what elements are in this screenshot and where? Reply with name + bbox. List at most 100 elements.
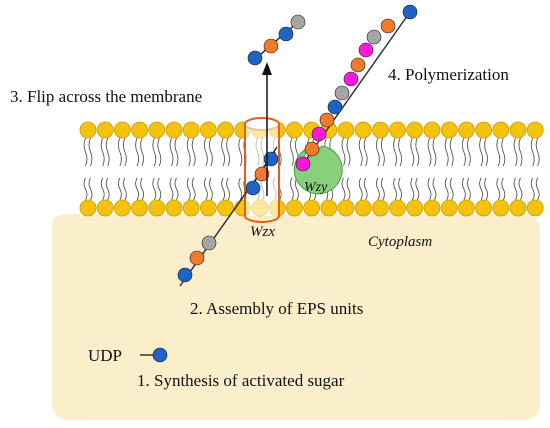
lipid-tail <box>135 137 140 167</box>
lipid-tail <box>530 177 535 201</box>
sugar-bead <box>358 42 374 58</box>
lipid-head <box>303 199 321 217</box>
arrow-up-icon <box>262 62 272 75</box>
lipid-tail <box>461 177 466 201</box>
lipid-tail <box>501 177 506 201</box>
lipid-tail <box>238 137 243 167</box>
lipid-tail <box>358 177 363 201</box>
sugar-bead <box>189 250 205 266</box>
sugar-bead <box>343 71 359 87</box>
lipid-head <box>354 121 372 139</box>
lipid-tail <box>208 137 213 167</box>
lipid-head <box>371 121 389 139</box>
cytoplasm-region <box>52 214 540 420</box>
lipid-tail <box>479 177 484 201</box>
lipid-tail <box>174 137 179 167</box>
lipid-tail <box>432 137 437 167</box>
lipid-head <box>165 199 183 217</box>
lipid-head <box>165 121 183 139</box>
lipid-bilayer <box>79 121 544 217</box>
lipid-tail <box>427 177 432 201</box>
lipid-tail <box>105 177 110 201</box>
lipid-head <box>526 121 544 139</box>
lipid-tail <box>415 177 420 201</box>
lipid-head <box>114 199 131 217</box>
lipid-tail <box>380 177 385 201</box>
lipid-tail <box>358 137 363 167</box>
sugar-bead <box>247 50 263 66</box>
lipid-head <box>131 199 149 217</box>
lipid-tail <box>226 177 231 201</box>
lipid-head <box>182 121 200 139</box>
lipid-tail <box>169 177 174 201</box>
lipid-head <box>217 199 235 217</box>
lipid-tail <box>117 177 122 201</box>
lipid-tail <box>238 177 243 201</box>
lipid-head <box>492 121 510 139</box>
sugar-bead <box>177 267 193 283</box>
lipid-head <box>337 199 355 217</box>
lipid-head <box>371 199 389 217</box>
lipid-tail <box>140 137 145 167</box>
lipid-tail <box>501 137 506 167</box>
sugar-bead <box>304 141 320 157</box>
lipid-tail <box>518 137 523 167</box>
lipid-head <box>389 199 407 217</box>
sugar-bead <box>327 99 343 115</box>
cytoplasm-label: Cytoplasm <box>368 234 432 250</box>
lipid-tail <box>203 137 208 167</box>
lipid-tail <box>341 177 346 201</box>
lipid-tail <box>375 137 380 167</box>
sugar-bead <box>366 29 382 45</box>
lipid-tail <box>226 137 231 167</box>
lipid-tail <box>346 177 351 201</box>
lipid-tail <box>186 177 191 201</box>
lipid-tail <box>530 137 535 167</box>
lipid-head <box>148 199 166 217</box>
lipid-tail <box>496 177 501 201</box>
lipid-tail <box>518 177 523 201</box>
lipid-head <box>131 121 149 139</box>
lipid-head <box>406 121 424 139</box>
lipid-tail <box>208 177 213 201</box>
lipid-tail <box>157 137 162 167</box>
lipid-tail <box>363 177 368 201</box>
lipid-tail <box>157 177 162 201</box>
lipid-tail <box>135 177 140 201</box>
lipid-tail <box>432 177 437 201</box>
lipid-head <box>285 199 303 217</box>
lipid-tail <box>535 177 540 201</box>
wzy-label: Wzy <box>304 180 328 195</box>
lipid-head <box>440 199 458 217</box>
sugar-bead <box>402 4 418 20</box>
lipid-head <box>79 121 97 139</box>
lipid-head <box>114 121 131 139</box>
lipid-tail <box>375 177 380 201</box>
sugar-beads <box>177 4 418 283</box>
lipid-tail <box>398 137 403 167</box>
lipid-head <box>457 199 475 217</box>
lipid-head <box>492 199 510 217</box>
lipid-tail <box>186 137 191 167</box>
lipid-tail <box>100 137 105 167</box>
step-1-label: 1. Synthesis of activated sugar <box>137 371 345 390</box>
lipid-tail <box>169 137 174 167</box>
lipid-tail <box>513 177 518 201</box>
lipid-tail <box>83 177 88 201</box>
lipid-head <box>423 121 441 139</box>
lipid-head <box>526 199 544 217</box>
lipid-tail <box>496 137 501 167</box>
lipid-tail <box>105 137 110 167</box>
lipid-head <box>475 121 493 139</box>
udp-label: UDP <box>88 346 122 365</box>
sugar-bead <box>350 57 366 73</box>
lipid-tail <box>513 137 518 167</box>
lipid-tail <box>83 137 88 167</box>
sugar-bead <box>254 166 270 182</box>
lipid-tail <box>393 137 398 167</box>
lipid-head <box>457 121 475 139</box>
lipid-tail <box>380 137 385 167</box>
lipid-tail <box>479 137 484 167</box>
lipid-head <box>509 121 527 139</box>
